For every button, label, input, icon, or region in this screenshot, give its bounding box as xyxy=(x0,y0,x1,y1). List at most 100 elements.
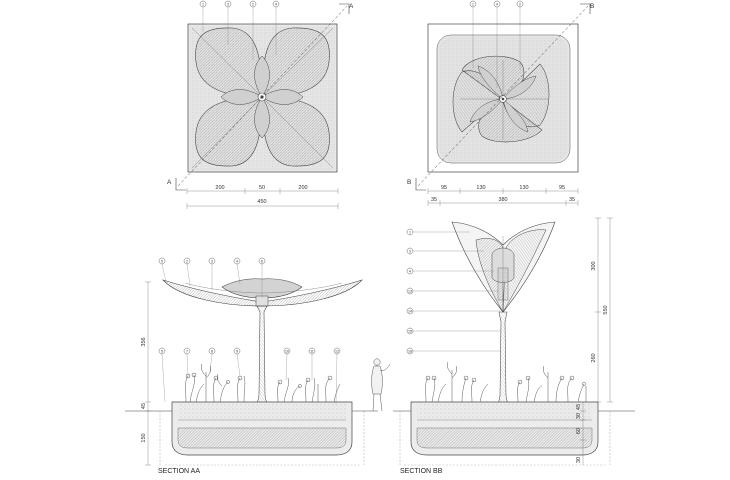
callout-label: 16 xyxy=(408,349,412,353)
dimension-label: 45 xyxy=(141,403,147,409)
dimension-label: 200 xyxy=(298,185,307,191)
section-cut-label: A xyxy=(167,179,172,186)
dimension-label: 35 xyxy=(569,197,575,203)
callout-label: 2 xyxy=(252,2,254,6)
callout-bubble: 10 xyxy=(283,347,291,355)
section-title: SECTION AA xyxy=(158,468,200,475)
section-cut-label: A xyxy=(349,3,354,10)
section-aa-planter xyxy=(159,401,365,466)
callout-label: 10 xyxy=(285,349,289,353)
callout-label: 12 xyxy=(335,349,339,353)
plan-b-dimensions: 95 130 130 95 35 380 35 xyxy=(427,185,579,206)
callout-bubble: 5 xyxy=(158,347,166,355)
callout-bubble: 2 xyxy=(516,0,524,8)
dimension-label: 60 xyxy=(576,428,582,434)
callout-label: 7 xyxy=(186,349,188,353)
plan-a-callouts: 1 3 2 4 xyxy=(199,0,280,60)
dimension-label: 356 xyxy=(141,337,147,346)
callout-bubble: 16 xyxy=(406,347,414,355)
callout-label: 11 xyxy=(310,349,314,353)
callout-label: 2 xyxy=(186,259,188,263)
callout-bubble: 6 xyxy=(258,257,266,265)
callout-bubble: 1 xyxy=(199,0,207,8)
callout-bubble: 8 xyxy=(208,347,216,355)
callout-bubble: 14 xyxy=(406,307,414,315)
section-aa: 5 2 3 4 6 xyxy=(125,257,378,475)
plan-a-petals xyxy=(191,27,334,169)
callout-label: 1 xyxy=(472,2,474,6)
callout-bubble: 1 xyxy=(406,228,414,236)
section-cut-label: B xyxy=(590,3,594,10)
dimension-label: 45 xyxy=(576,404,582,410)
callout-label: 4 xyxy=(275,2,277,6)
callout-label: 3 xyxy=(211,259,213,263)
plan-a-dimensions: 200 50 200 450 xyxy=(186,185,339,209)
dimension-label: 380 xyxy=(498,197,507,203)
dimension-label: 150 xyxy=(141,433,147,442)
section-bb-stem xyxy=(486,311,520,417)
plan-b-callouts: 1 4 2 xyxy=(469,0,524,88)
callout-bubble: 4 xyxy=(406,267,414,275)
section-bb-planter xyxy=(399,401,611,466)
callout-bubble: 12 xyxy=(333,347,341,355)
callout-bubble: 3 xyxy=(208,257,216,265)
dimension-label: 95 xyxy=(559,185,565,191)
dimension-label: 50 xyxy=(259,185,265,191)
section-bb: 1 3 4 13 14 15 xyxy=(393,217,635,475)
plan-a-section-cut: A A xyxy=(167,3,354,191)
callout-label: 4 xyxy=(409,269,411,273)
callout-bubble: 15 xyxy=(406,327,414,335)
callout-label: 1 xyxy=(202,2,204,6)
callout-label: 3 xyxy=(227,2,229,6)
callout-bubble: 7 xyxy=(183,347,191,355)
callout-bubble: 9 xyxy=(233,347,241,355)
callout-bubble: 5 xyxy=(158,257,166,265)
callout-label: 5 xyxy=(161,259,163,263)
section-bb-callouts: 1 3 4 13 14 15 xyxy=(406,228,501,355)
callout-bubble: 2 xyxy=(183,257,191,265)
callout-label: 2 xyxy=(519,2,521,6)
callout-label: 5 xyxy=(161,349,163,353)
callout-bubble: 1 xyxy=(469,0,477,8)
callout-label: 4 xyxy=(236,259,238,263)
section-aa-canopy xyxy=(161,278,364,307)
section-bb-flower xyxy=(451,221,556,313)
callout-label: 3 xyxy=(409,249,411,253)
section-cut-label: B xyxy=(407,179,411,186)
scale-figure-person xyxy=(371,358,391,412)
callout-label: 14 xyxy=(408,309,412,313)
callout-bubble: 4 xyxy=(233,257,241,265)
dimension-label: 300 xyxy=(591,261,597,270)
callout-bubble: 2 xyxy=(249,0,257,8)
callout-label: 6 xyxy=(261,259,263,263)
callout-label: 8 xyxy=(211,349,213,353)
callout-label: 1 xyxy=(409,230,411,234)
callout-label: 13 xyxy=(408,289,412,293)
dimension-label: 30 xyxy=(576,413,582,419)
dimension-label: 95 xyxy=(441,185,447,191)
callout-bubble: 3 xyxy=(224,0,232,8)
callout-label: 15 xyxy=(408,329,412,333)
dimension-label: 130 xyxy=(519,185,528,191)
callout-bubble: 13 xyxy=(406,287,414,295)
plan-b-section-cut: B B xyxy=(407,3,594,191)
callout-bubble: 4 xyxy=(493,0,501,8)
callout-label: 9 xyxy=(236,349,238,353)
section-aa-dimensions: 356 45 150 xyxy=(141,281,151,466)
section-aa-bottom-callouts: 5 7 8 9 10 11 xyxy=(158,347,341,405)
section-bb-plants xyxy=(425,361,587,403)
dimension-label: 130 xyxy=(476,185,485,191)
dimension-label: 30 xyxy=(576,457,582,463)
section-aa-stem xyxy=(245,305,279,417)
section-bb-dimensions: 300 260 550 45 30 60 30 xyxy=(576,217,613,465)
dimension-label: 550 xyxy=(603,305,609,314)
dimension-label: 35 xyxy=(431,197,437,203)
plan-b-petals xyxy=(452,56,550,143)
dimension-label: 450 xyxy=(257,199,266,205)
plan-view-a: 1 3 2 4 A A xyxy=(167,0,354,209)
dimension-label: 200 xyxy=(215,185,224,191)
callout-bubble: 4 xyxy=(272,0,280,8)
plan-view-b: 1 4 2 B B 95 130 1 xyxy=(407,0,594,206)
callout-bubble: 3 xyxy=(406,247,414,255)
callout-label: 4 xyxy=(496,2,498,6)
